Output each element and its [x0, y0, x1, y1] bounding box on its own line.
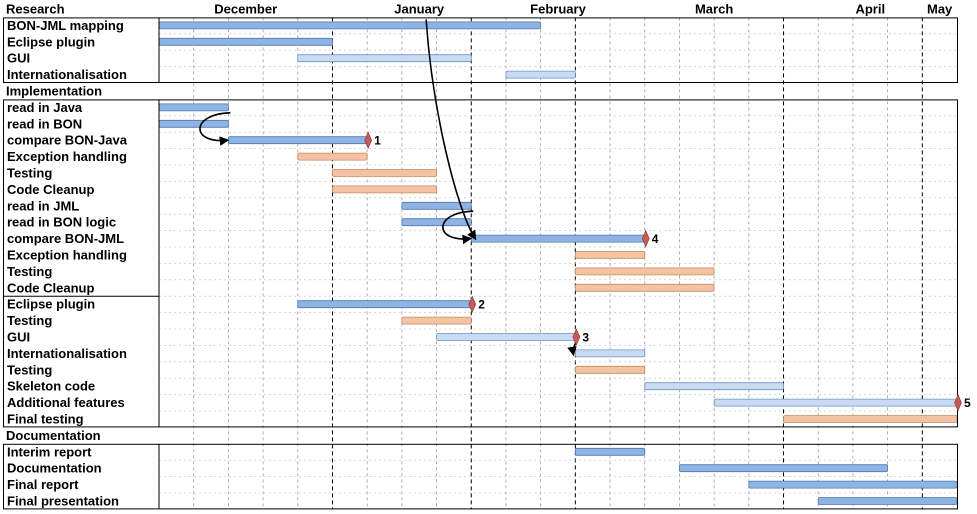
task-label: Exception handling	[7, 248, 127, 263]
month-label: February	[530, 2, 586, 17]
task-bar	[574, 283, 715, 292]
task-label: Internationalisation	[7, 346, 127, 361]
task-bar	[158, 21, 542, 30]
month-label: March	[695, 2, 733, 17]
section-frame	[3, 99, 958, 428]
milestone-label: 5	[964, 396, 971, 410]
task-bar	[574, 349, 646, 358]
task-label: Testing	[7, 166, 52, 181]
task-bar	[644, 382, 784, 391]
task-bar	[297, 300, 472, 309]
dependency-arrow	[442, 210, 474, 245]
task-bar	[783, 415, 958, 423]
task-label: Final report	[7, 477, 79, 492]
task-label: GUI	[7, 51, 30, 66]
task-bar	[574, 447, 646, 456]
milestone-marker	[572, 328, 581, 346]
month-label: January	[394, 2, 445, 17]
milestone-label: 1	[374, 134, 381, 148]
milestone-marker	[641, 229, 650, 248]
task-bar	[713, 398, 958, 407]
task-label: Eclipse plugin	[7, 297, 95, 312]
task-bar	[574, 267, 715, 276]
task-bar	[332, 169, 437, 177]
milestone-label: 2	[478, 298, 485, 312]
task-bar	[227, 136, 368, 145]
task-bar	[748, 480, 958, 489]
task-label: Testing	[7, 362, 52, 377]
section-title: Research	[6, 2, 65, 17]
task-label: Final presentation	[7, 494, 119, 509]
task-bar	[158, 37, 333, 46]
dependency-arrow	[199, 112, 231, 146]
task-bar	[574, 365, 646, 374]
milestone-label: 3	[582, 331, 589, 345]
section-title: Implementation	[6, 84, 102, 99]
task-bar	[158, 103, 229, 112]
task-bar	[401, 218, 472, 227]
task-label: BON-JML mapping	[7, 18, 124, 33]
dependency-arrow	[425, 19, 477, 241]
task-bar	[332, 185, 437, 194]
task-label: Testing	[7, 313, 52, 328]
month-label: May	[927, 2, 953, 17]
month-label: December	[214, 2, 277, 17]
task-label: Documentation	[7, 461, 102, 476]
task-bar	[158, 119, 229, 128]
milestone-marker	[364, 131, 373, 149]
task-label: Eclipse plugin	[7, 34, 95, 49]
frames-layer	[3, 17, 958, 510]
task-label: Exception handling	[7, 149, 127, 164]
task-label: Internationalisation	[7, 67, 127, 82]
task-bar	[401, 316, 472, 325]
task-bar	[297, 152, 368, 161]
task-label: Code Cleanup	[7, 182, 94, 197]
section-title: Documentation	[6, 428, 101, 443]
task-bar	[505, 70, 576, 79]
task-label: read in BON	[7, 116, 82, 131]
task-label: read in BON logic	[7, 215, 116, 230]
grid-layer	[159, 17, 957, 510]
section-frame	[3, 17, 958, 83]
task-label: Interim report	[7, 444, 92, 459]
task-bar	[297, 54, 472, 63]
task-label: compare BON-Java	[7, 133, 128, 148]
task-label: Final testing	[7, 412, 84, 427]
month-label: April	[855, 2, 885, 17]
task-bar	[574, 251, 646, 259]
task-label: compare BON-JML	[7, 231, 124, 246]
milestone-label: 4	[652, 232, 659, 246]
milestone-marker	[468, 295, 477, 313]
task-bar	[401, 201, 472, 210]
task-bar	[470, 234, 646, 243]
task-label: Testing	[7, 264, 52, 279]
section-frame	[3, 443, 958, 510]
task-bar	[436, 333, 576, 341]
milestone-marker	[954, 393, 962, 412]
task-label: Additional features	[7, 395, 125, 410]
milestones-layer: 1 4 2 3 5	[364, 131, 971, 412]
task-label: Code Cleanup	[7, 280, 94, 295]
bars-layer	[158, 21, 958, 505]
task-label: Skeleton code	[7, 379, 95, 394]
task-label: read in Java	[7, 100, 83, 115]
task-label: read in JML	[7, 198, 79, 213]
task-label: GUI	[7, 330, 30, 345]
task-bar	[817, 497, 958, 505]
task-bar	[679, 464, 889, 473]
